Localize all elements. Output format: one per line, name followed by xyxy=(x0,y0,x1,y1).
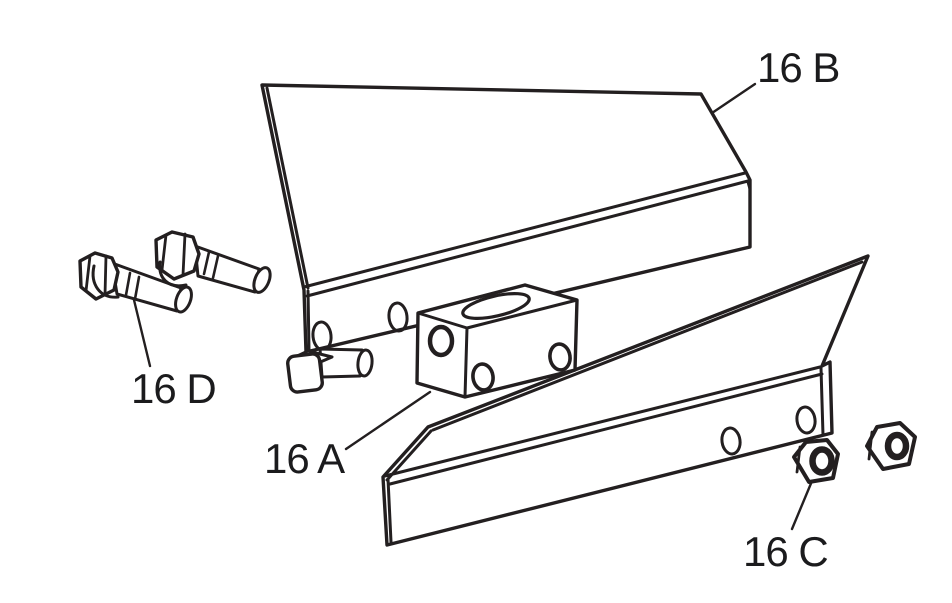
hex-bolt xyxy=(78,251,193,314)
upper-plate-installed-bolt xyxy=(286,347,374,394)
bolt-shank-tip xyxy=(356,348,374,378)
hex-head-facets xyxy=(160,232,187,277)
diagram-art xyxy=(78,82,917,547)
leader-lines xyxy=(132,82,814,531)
hex-nut-facet xyxy=(867,430,874,461)
upper-plate-bend-lines xyxy=(265,86,752,352)
hex-nut-facet xyxy=(795,445,802,474)
block-edges xyxy=(416,298,579,399)
carriage-bolt-head xyxy=(286,352,324,394)
bolt-washer-flange xyxy=(158,260,188,288)
part-label-16a: 16 A xyxy=(264,435,345,482)
hex-nut xyxy=(792,438,840,484)
hex-nut-hole xyxy=(884,431,910,461)
hex-bolt xyxy=(154,230,272,294)
upper-plate-outline xyxy=(260,83,752,354)
bolt-thread-marks xyxy=(124,271,141,301)
block-side-hole xyxy=(548,342,572,372)
bolt-thread-marks xyxy=(202,250,220,280)
lower-plate-slot-hole xyxy=(720,426,742,456)
bolt-shank xyxy=(318,347,364,379)
leader-line-16a xyxy=(344,390,432,451)
block-front-hole xyxy=(427,324,455,358)
upper-plate-slot-hole xyxy=(387,301,409,333)
part-label-16c: 16 C xyxy=(743,528,828,575)
spacer-block-16a xyxy=(415,283,579,399)
block-outline xyxy=(415,283,579,399)
leader-line-16b xyxy=(710,82,757,115)
bolt-washer-flange xyxy=(91,264,120,299)
hex-nut-hole xyxy=(809,446,835,476)
hex-nut xyxy=(865,421,917,471)
block-side-hole xyxy=(471,362,495,392)
part-label-16b: 16 B xyxy=(757,44,839,91)
leader-line-16c xyxy=(790,479,814,531)
hex-head-facets xyxy=(84,254,108,297)
bolt-shank-tip xyxy=(174,285,193,314)
lower-plate-outline xyxy=(381,254,870,547)
bolt-shank-tip xyxy=(252,266,272,294)
lower-plate xyxy=(381,254,870,547)
lower-plate-bend-lines xyxy=(383,260,864,544)
hex-nuts-16c xyxy=(792,421,917,484)
hex-bolts-16d xyxy=(78,230,272,314)
lower-plate-slot-hole xyxy=(795,405,817,435)
leader-line-16d xyxy=(132,298,152,368)
block-top-bore-hole xyxy=(461,292,531,320)
part-label-16d: 16 D xyxy=(131,365,216,412)
